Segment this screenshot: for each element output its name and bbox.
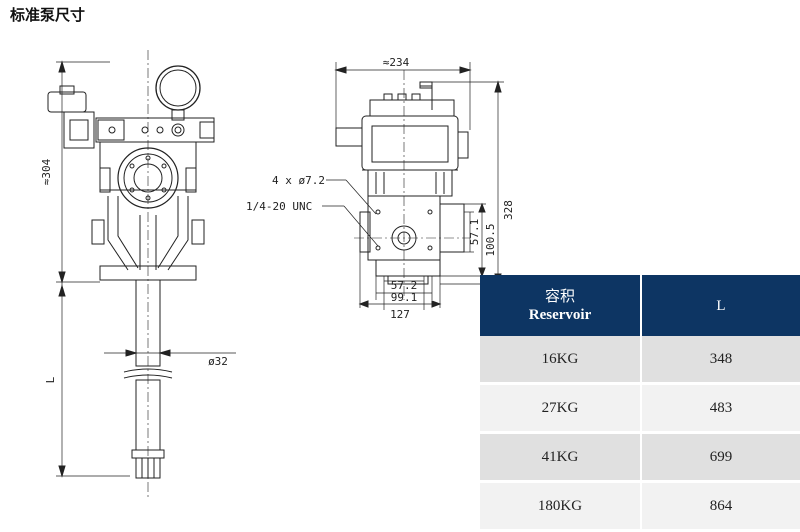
height-304-label: ≈304	[40, 158, 53, 185]
header-reservoir: 容积 Reservoir	[480, 275, 642, 336]
front-view	[322, 62, 504, 310]
dim-127-label: 127	[390, 308, 410, 321]
table-row: 41KG 699	[480, 432, 800, 483]
header-reservoir-en: Reservoir	[528, 306, 592, 323]
side-view	[47, 50, 236, 500]
table-row: 180KG 864	[480, 481, 800, 532]
header-l: L	[641, 275, 800, 336]
reservoir-cell: 180KG	[480, 481, 642, 532]
header-reservoir-cn: 容积	[544, 288, 575, 305]
reservoir-cell: 27KG	[480, 383, 642, 434]
dim-57-2-label: 57.2	[391, 279, 418, 292]
page-title: 标准泵尺寸	[10, 6, 86, 24]
l-cell: 483	[641, 383, 800, 434]
l-cell: 699	[641, 432, 800, 483]
l-cell: 348	[641, 336, 800, 385]
reservoir-table: 容积 Reservoir L 16KG 348 27KG 483 41KG 69…	[480, 275, 800, 532]
diameter-32-label: ø32	[208, 355, 228, 368]
reservoir-cell: 16KG	[480, 336, 642, 385]
l-cell: 864	[641, 481, 800, 532]
reservoir-cell: 41KG	[480, 432, 642, 483]
table-row: 16KG 348	[480, 336, 800, 385]
width-234-label: ≈234	[383, 56, 410, 69]
height-328-label: 328	[502, 200, 515, 220]
table-row: 27KG 483	[480, 383, 800, 434]
thread-label: 1/4-20 UNC	[246, 200, 312, 213]
length-l-label: L	[44, 376, 57, 383]
dim-99-1-label: 99.1	[391, 291, 418, 304]
dim-57-1-label: 57.1	[468, 219, 481, 246]
dim-100-5-label: 100.5	[484, 223, 497, 256]
bore-label: 4 x ø7.2	[272, 174, 325, 187]
